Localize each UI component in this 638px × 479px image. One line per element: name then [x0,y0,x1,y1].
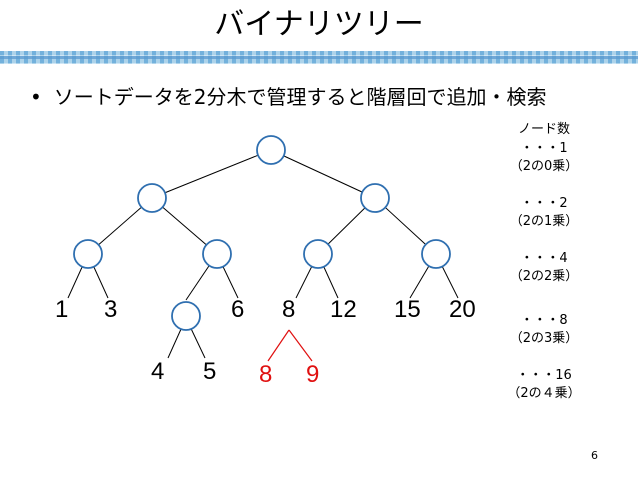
new-leaf-label-8: 8 [259,361,273,388]
tree-node-lr [202,239,232,269]
node-count-level-2: ・・・4 （2の2乗） [494,250,594,286]
tree-node-root [256,135,286,165]
bullet-marker: • [30,85,42,109]
leaf-label-3: 3 [104,296,118,323]
leaf-label-8: 8 [282,296,296,323]
node-count-level-3: ・・・8 （2の3乗） [494,312,594,348]
tree-node-rl [303,239,333,269]
node-count-header: ノード数 [517,122,570,137]
node-count-power: （2の2乗） [509,269,579,284]
tree-node-left [137,183,167,213]
slide-title: バイナリツリー [214,7,424,42]
node-count-power: （2の0乗） [509,159,579,174]
node-count-value: ・・・2 [520,196,568,211]
bullet-point: • ソートデータを2分木で管理すると階層回で追加・検索 [30,83,547,111]
node-count-level-1: ・・・2 （2の1乗） [494,195,594,231]
node-count-value: ・・・4 [520,251,568,266]
leaf-label-1: 1 [55,296,69,323]
leaf-label-6: 6 [231,296,245,323]
header-band [0,50,638,64]
bullet-text: ソートデータを2分木で管理すると階層回で追加・検索 [53,85,547,109]
tree-node-ll [73,239,103,269]
node-count-value: ・・・1 [520,141,568,156]
node-count-power: （2の1乗） [509,214,579,229]
tree-edges [67,149,459,359]
page-number: 6 [591,449,598,462]
highlight-edges [267,329,313,362]
leaf-label-5: 5 [203,358,217,385]
header-band-graphic [0,51,638,64]
new-leaf-label-9: 9 [306,361,320,388]
tree-nodes [73,135,451,331]
node-count-value: ・・・16 [516,368,572,383]
leaf-label-12: 12 [330,296,357,323]
node-count-level-0: ・・・1 （2の0乗） [494,140,594,176]
leaf-label-20: 20 [449,296,476,323]
node-count-power: （2の3乗） [509,331,579,346]
tree-node-right [360,183,390,213]
tree-node-new [171,301,201,331]
tree-node-rr [421,239,451,269]
leaf-label-15: 15 [394,296,421,323]
node-count-level-4: ・・・16 （2の４乗） [494,367,594,403]
leaf-label-4: 4 [151,358,165,385]
node-count-power: （2の４乗） [507,386,581,401]
node-count-value: ・・・8 [520,313,568,328]
